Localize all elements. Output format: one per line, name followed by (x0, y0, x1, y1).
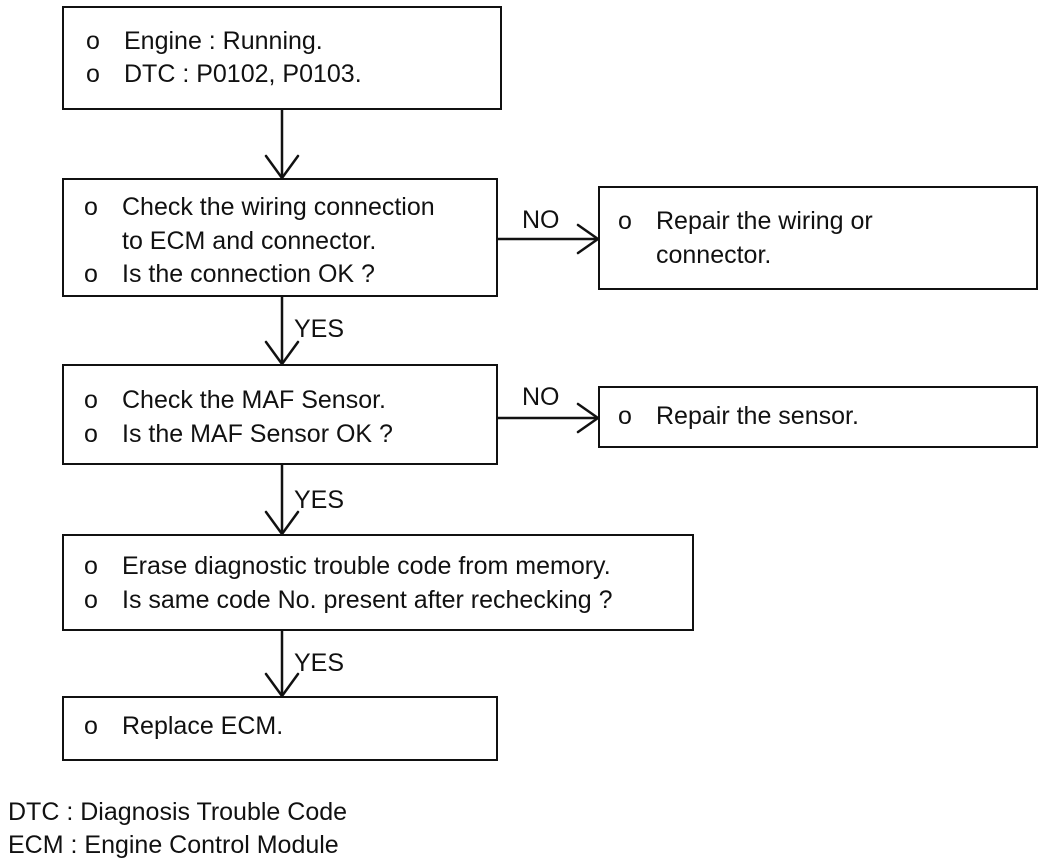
legend-ecm: ECM : Engine Control Module (8, 831, 339, 859)
side-1-line-1: o Repair the wiring or (618, 205, 873, 237)
label-yes-1: YES (294, 315, 345, 343)
step-4-text-2: Is same code No. present after recheckin… (122, 586, 613, 614)
side-box-2: o Repair the sensor. (598, 386, 1038, 448)
step-5-line-1: o Replace ECM. (84, 710, 283, 742)
bullet-marker: o (84, 586, 98, 614)
bullet-marker: o (618, 207, 632, 235)
step-box-1: o Engine : Running. o DTC : P0102, P0103… (62, 6, 502, 110)
side-1-line-2: connector. (618, 239, 771, 271)
step-box-4: o Erase diagnostic trouble code from mem… (62, 534, 694, 631)
bullet-marker: o (86, 27, 100, 55)
step-box-5: o Replace ECM. (62, 696, 498, 761)
step-4-line-2: o Is same code No. present after recheck… (84, 584, 613, 616)
side-2-text-1: Repair the sensor. (656, 402, 859, 430)
step-2-text-1: Check the wiring connection (122, 193, 435, 221)
bullet-marker: o (84, 420, 98, 448)
step-1-line-1: o Engine : Running. (86, 25, 323, 57)
step-2-text-3: Is the connection OK ? (122, 260, 375, 288)
label-yes-3: YES (294, 649, 345, 677)
step-box-2: o Check the wiring connection to ECM and… (62, 178, 498, 297)
side-2-line-1: o Repair the sensor. (618, 400, 859, 432)
legend-dtc: DTC : Diagnosis Trouble Code (8, 798, 348, 826)
label-yes-2: YES (294, 486, 345, 514)
step-1-text-2: DTC : P0102, P0103. (124, 60, 362, 88)
step-5-text-1: Replace ECM. (122, 712, 284, 740)
step-3-line-2: o Is the MAF Sensor OK ? (84, 418, 393, 450)
bullet-marker: o (84, 260, 98, 288)
label-no-2: NO (522, 383, 560, 411)
bullet-marker: o (86, 60, 100, 88)
step-2-line-1: o Check the wiring connection (84, 191, 435, 223)
step-2-line-3: o Is the connection OK ? (84, 258, 375, 290)
bullet-marker: o (84, 552, 98, 580)
step-box-3: o Check the MAF Sensor. o Is the MAF Sen… (62, 364, 498, 465)
side-box-1: o Repair the wiring or connector. (598, 186, 1038, 290)
bullet-marker: o (84, 386, 98, 414)
step-4-line-1: o Erase diagnostic trouble code from mem… (84, 550, 611, 582)
step-1-text-1: Engine : Running. (124, 27, 323, 55)
step-3-text-2: Is the MAF Sensor OK ? (122, 420, 393, 448)
step-3-text-1: Check the MAF Sensor. (122, 386, 387, 414)
step-4-text-1: Erase diagnostic trouble code from memor… (122, 552, 611, 580)
bullet-marker: o (618, 402, 632, 430)
step-2-text-2: to ECM and connector. (122, 227, 377, 255)
label-no-1: NO (522, 206, 560, 234)
step-3-line-1: o Check the MAF Sensor. (84, 384, 386, 416)
bullet-marker: o (84, 712, 98, 740)
side-1-text-1: Repair the wiring or (656, 207, 873, 235)
step-2-line-2: to ECM and connector. (84, 225, 376, 257)
bullet-marker: o (84, 193, 98, 221)
step-1-line-2: o DTC : P0102, P0103. (86, 58, 362, 90)
side-1-text-2: connector. (656, 241, 772, 269)
